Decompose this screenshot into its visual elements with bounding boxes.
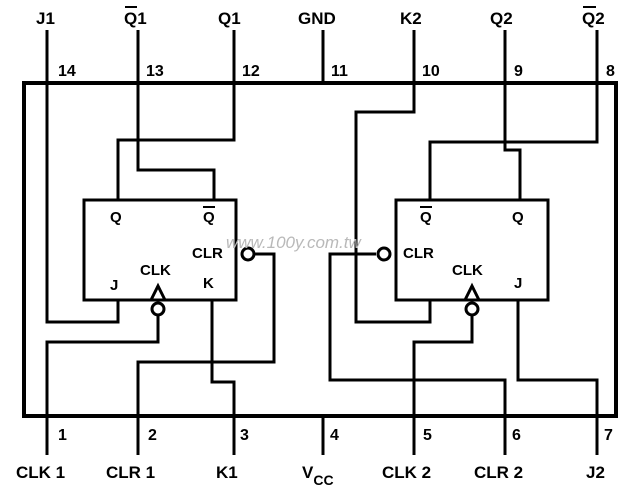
ic-package-outline bbox=[22, 81, 618, 418]
ff1-qbar-label: Q bbox=[203, 209, 215, 226]
pin-12-name: Q1 bbox=[218, 9, 241, 28]
top-pin-names: J1 Q1 Q1 GND K2 Q2 Q2 bbox=[36, 6, 605, 28]
pin-6-number: 6 bbox=[512, 427, 521, 444]
bottom-pin-numbers: 1 2 3 4 5 6 7 bbox=[58, 427, 613, 444]
pin-3-name: K1 bbox=[216, 463, 238, 482]
pin-13-name: Q1 bbox=[124, 9, 147, 28]
pin-4-name: VCC bbox=[302, 463, 334, 488]
pin-2-number: 2 bbox=[148, 427, 157, 444]
pin-4-number: 4 bbox=[330, 427, 339, 444]
flip-flop-1: Q Q CLR CLK J K bbox=[82, 198, 256, 317]
pin-11-number: 11 bbox=[331, 63, 348, 80]
ff1-j-label: J bbox=[110, 277, 118, 294]
ff2-clr-bubble bbox=[376, 246, 392, 262]
ff2-clr-label: CLR bbox=[403, 245, 434, 262]
pin-7-name: J2 bbox=[586, 463, 605, 482]
ff1-clr-bubble bbox=[240, 246, 256, 262]
ff1-k-label: K bbox=[203, 275, 214, 292]
pin-1-name: CLK 1 bbox=[16, 463, 65, 482]
pin-14-number: 14 bbox=[58, 63, 76, 80]
ff2-clock-triangle bbox=[463, 282, 481, 301]
ff1-clk-bubble bbox=[150, 301, 166, 317]
ff1-q-label: Q bbox=[110, 209, 122, 226]
pin-6-name: CLR 2 bbox=[474, 463, 523, 482]
pin-4-name-sub: CC bbox=[313, 472, 333, 488]
pin-13-number: 13 bbox=[146, 63, 164, 80]
flip-flop-1-box bbox=[82, 198, 238, 302]
flip-flop-2-box bbox=[394, 198, 550, 302]
pin-12-number: 12 bbox=[242, 63, 260, 80]
ff2-qbar-label: Q bbox=[420, 209, 432, 226]
pin-9-name: Q2 bbox=[490, 9, 513, 28]
ff2-clk-bubble bbox=[464, 301, 480, 317]
bottom-pin-names: CLK 1 CLR 1 K1 VCC CLK 2 CLR 2 J2 bbox=[16, 463, 605, 488]
bottom-pin-stubs bbox=[45, 416, 599, 455]
pin-8-name: Q2 bbox=[582, 9, 605, 28]
internal-wiring bbox=[45, 83, 599, 416]
pin-10-name: K2 bbox=[400, 9, 422, 28]
ff2-clk-label: CLK bbox=[452, 262, 483, 279]
pin-7-number: 7 bbox=[604, 427, 613, 444]
pin-11-name: GND bbox=[298, 9, 336, 28]
pin-3-number: 3 bbox=[240, 427, 249, 444]
watermark: www.100y.com.tw bbox=[226, 233, 363, 252]
pin-8-number: 8 bbox=[606, 63, 615, 80]
ff1-clr-label: CLR bbox=[192, 245, 223, 262]
ff1-clock-triangle bbox=[149, 282, 167, 301]
pin-14-name: J1 bbox=[36, 9, 55, 28]
ff2-q-label: Q bbox=[512, 209, 524, 226]
pin-5-name: CLK 2 bbox=[382, 463, 431, 482]
pin-2-name: CLR 1 bbox=[106, 463, 155, 482]
top-pin-stubs bbox=[45, 30, 599, 83]
flip-flop-2: Q Q CLR CLK J bbox=[376, 198, 550, 317]
pin-1-number: 1 bbox=[58, 427, 67, 444]
pin-10-number: 10 bbox=[422, 63, 440, 80]
pin-4-name-main: V bbox=[302, 463, 314, 482]
pin-5-number: 5 bbox=[423, 427, 432, 444]
ff1-clk-label: CLK bbox=[140, 262, 171, 279]
ff2-j-label: J bbox=[514, 275, 522, 292]
pin-9-number: 9 bbox=[514, 63, 523, 80]
top-pin-numbers: 14 13 12 11 10 9 8 bbox=[58, 63, 615, 80]
